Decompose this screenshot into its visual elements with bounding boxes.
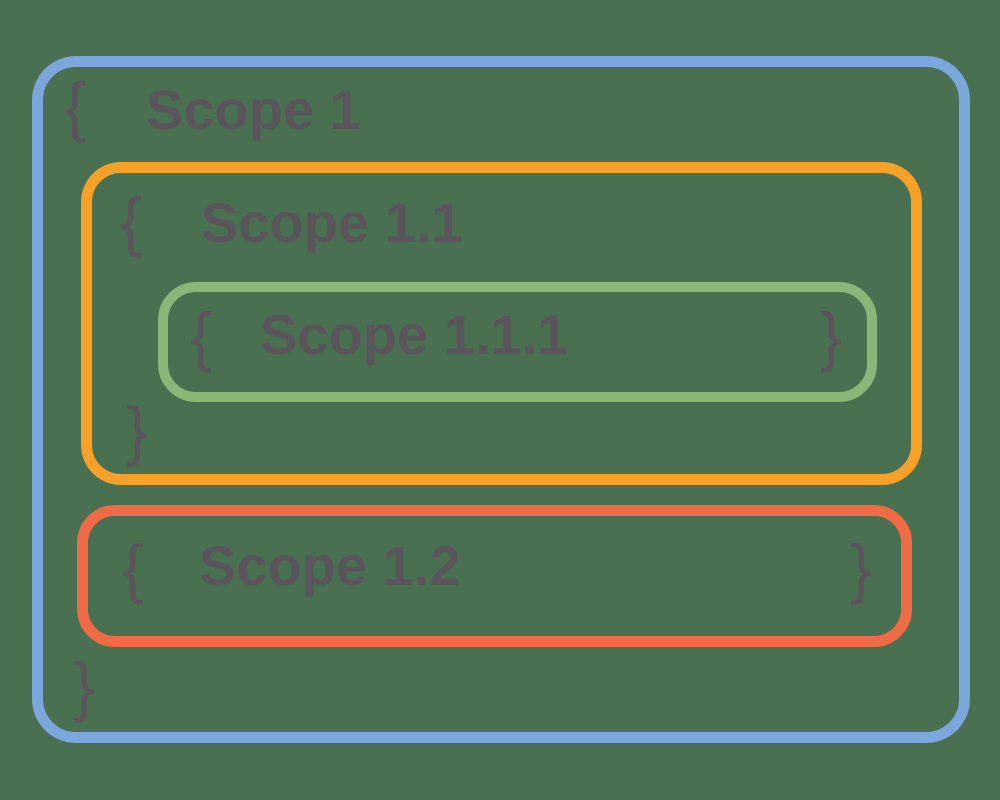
scope-1-1-close-brace: } (126, 393, 149, 467)
scope-1-open-brace: { (64, 69, 87, 143)
scope-1-1-1-label: Scope 1.1.1 (260, 303, 569, 366)
scope-1-close-brace: } (73, 649, 96, 723)
scope-1-1-open-brace: { (120, 184, 143, 258)
scope-1-2-box (77, 505, 912, 647)
scope-1-2-close-brace: } (850, 531, 873, 605)
scope-1-2-label: Scope 1.2 (199, 534, 461, 597)
scope-1-1-1-close-brace: } (820, 299, 843, 373)
scope-1-label: Scope 1 (146, 78, 361, 141)
scope-1-1-label: Scope 1.1 (201, 191, 463, 254)
scope-1-1-1-open-brace: { (190, 299, 213, 373)
scope-1-2-open-brace: { (122, 531, 145, 605)
scope-1-1-1-box (158, 282, 877, 402)
scope-1-box (32, 56, 970, 743)
scope-1-1-box (81, 162, 922, 485)
